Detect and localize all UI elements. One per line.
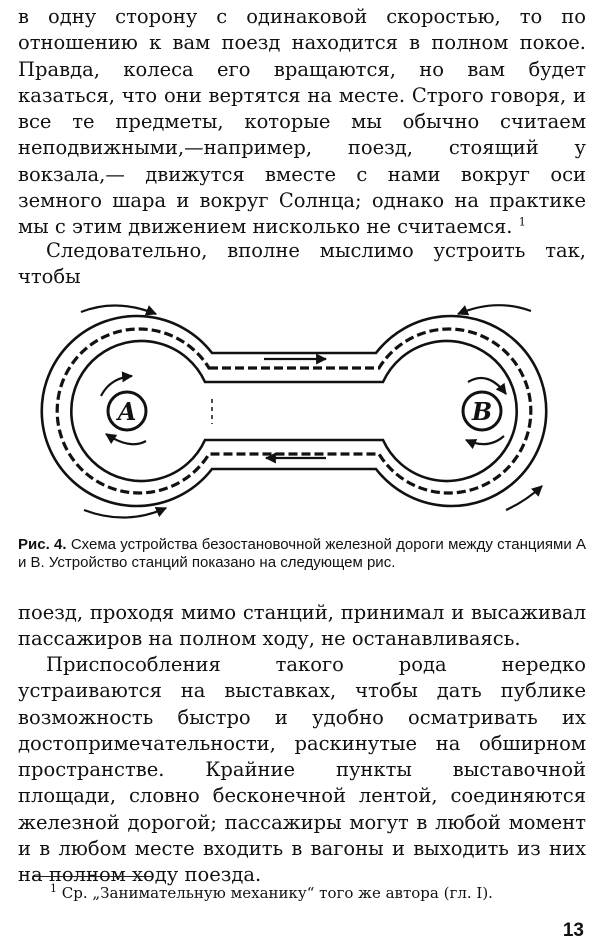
arrow-icon xyxy=(80,304,158,316)
station-a: A xyxy=(106,390,148,432)
arrow-icon xyxy=(464,435,505,450)
caption-text: Схема устройства безостановочной железно… xyxy=(18,536,586,571)
caption-label: Рис. 4. xyxy=(18,536,67,553)
page-number: 13 xyxy=(562,920,584,941)
arrow-icon xyxy=(467,376,507,395)
arrow-icon xyxy=(100,371,134,397)
railway-diagram: A B xyxy=(40,304,548,519)
paragraph-4: Приспособления такого рода нередко устра… xyxy=(18,653,586,887)
station-b-label: B xyxy=(471,397,492,426)
arrow-icon xyxy=(83,506,168,519)
station-a-label: A xyxy=(116,397,137,426)
paragraph-1: в одну сторону с одинаковой скоростью, т… xyxy=(18,4,586,241)
footnote-divider xyxy=(34,876,152,877)
footnote-reference: 1 xyxy=(518,215,526,229)
arrow-icon xyxy=(105,433,147,446)
footnote-text: Ср. „Занимательную механику“ того же авт… xyxy=(61,884,493,902)
arrow-icon xyxy=(505,485,543,512)
arrow-icon xyxy=(456,304,532,316)
track-loop xyxy=(40,314,548,508)
station-b: B xyxy=(461,390,503,432)
footnote: 1 Ср. „Занимательную механику“ того же а… xyxy=(50,882,570,902)
direction-arrows xyxy=(80,304,543,519)
paragraph-2: Следовательно, вполне мыслимо устроить т… xyxy=(18,239,586,289)
footnote-marker: 1 xyxy=(50,882,57,895)
paragraph-3: поезд, проходя мимо станций, принимал и … xyxy=(18,601,586,651)
paragraph-1-text: в одну сторону с одинаковой скоростью, т… xyxy=(18,5,586,239)
figure-caption: Рис. 4. Схема устройства безостановочной… xyxy=(18,536,586,572)
